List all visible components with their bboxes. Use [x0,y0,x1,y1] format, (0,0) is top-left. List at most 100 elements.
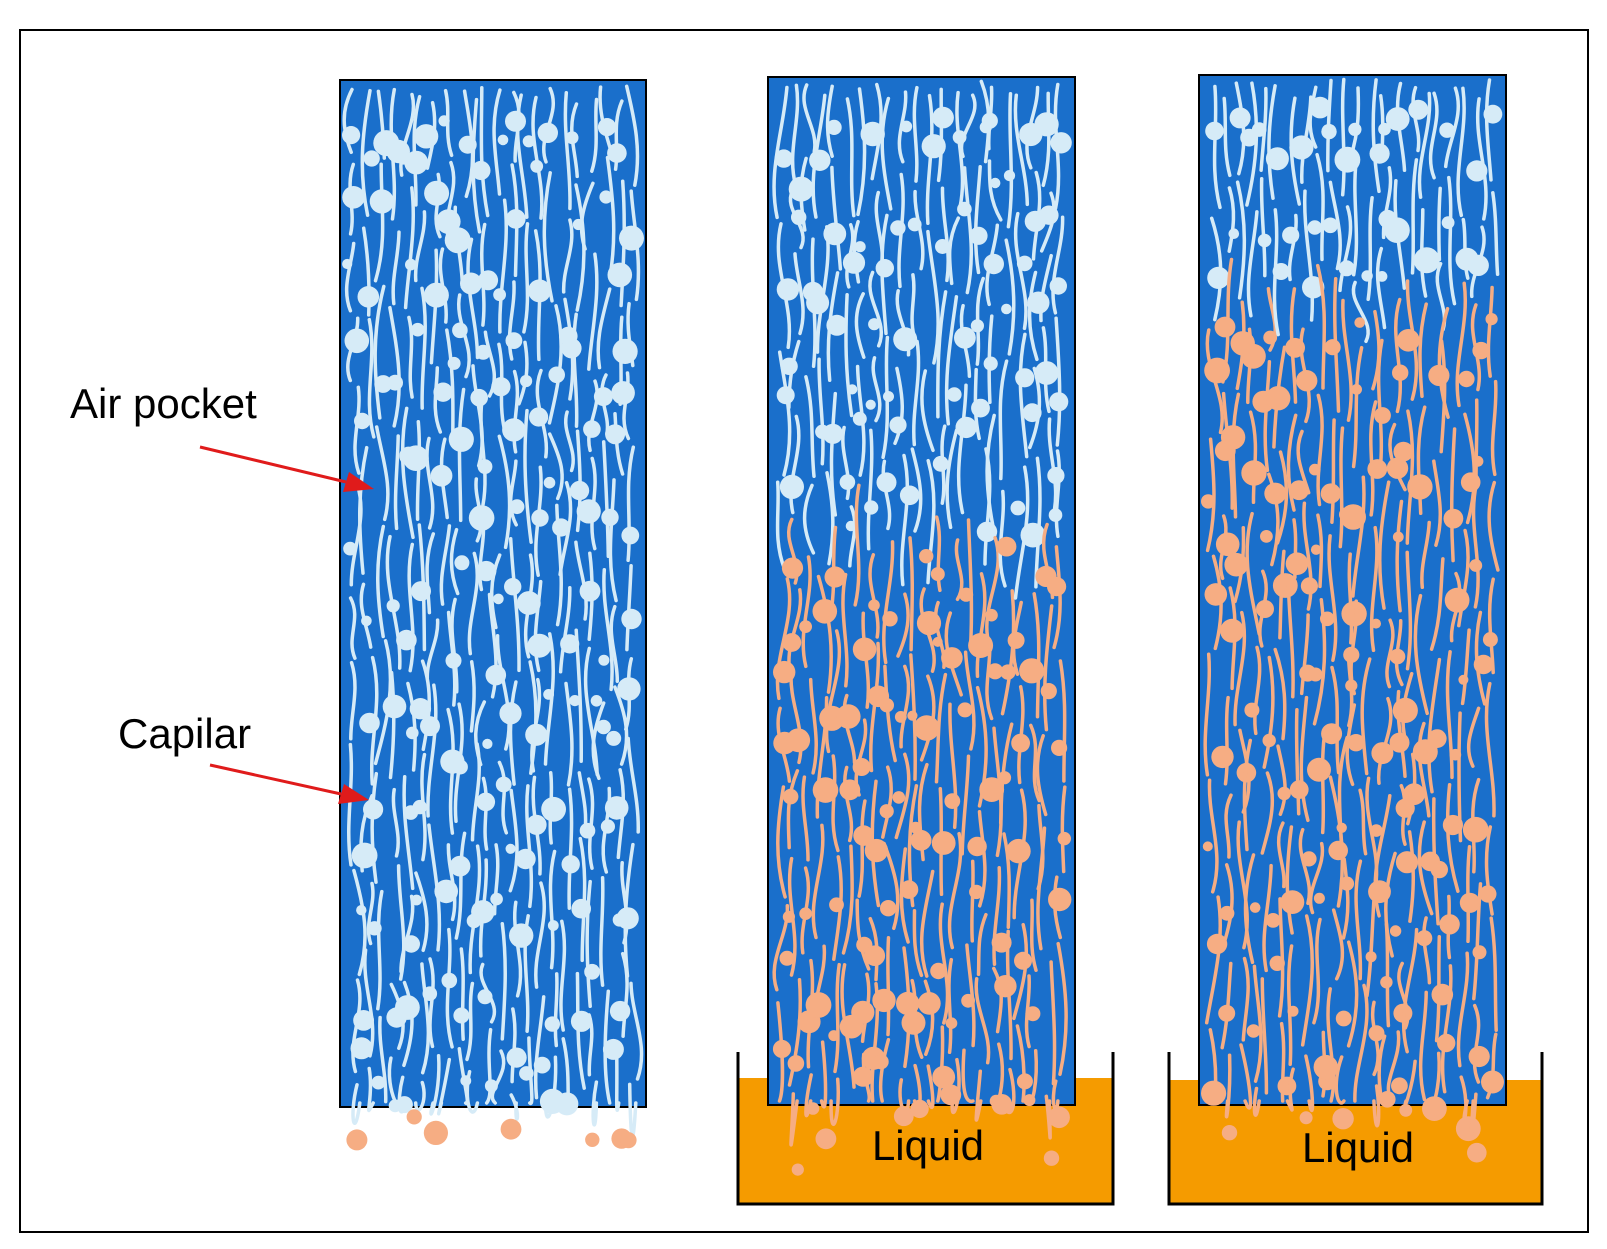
capillary [479,86,490,218]
capillary [1475,97,1488,221]
air-pocket [1321,123,1337,140]
air-pocket [502,418,526,442]
capillary [402,775,415,891]
air-pocket [1369,143,1390,164]
air-pocket [781,557,804,579]
air-pocket [853,825,874,846]
capillary [1006,92,1014,229]
capillary [944,295,959,426]
air-pocket [386,599,400,613]
air-pocket [900,120,913,133]
capillary [1472,882,1483,1001]
air-pocket [1219,905,1235,921]
air-pocket [555,1092,579,1116]
air-pocket [941,647,963,669]
air-pocket [361,615,372,627]
capillary [629,981,644,1081]
air-pocket [782,633,802,652]
capillary [425,532,436,615]
air-pocket [1309,463,1321,476]
liquid-label-2: Liquid [1302,1124,1414,1171]
air-pocket [604,796,629,820]
capillary [1416,405,1427,516]
air-pocket [583,420,601,438]
air-pocket [413,124,439,149]
capillary [1302,501,1313,611]
capillary [412,94,422,207]
air-pocket [354,412,371,430]
capillary [1455,281,1467,408]
air-pocket [1051,739,1068,757]
capillary [908,536,915,652]
capillary [1471,483,1480,609]
air-pocket [910,1099,929,1119]
air-pocket [1034,361,1059,385]
capillary [1418,990,1428,1102]
capillary [926,229,940,365]
capillary [1422,916,1432,985]
capillary [465,1069,480,1114]
capillary [1457,528,1470,628]
capillary [542,171,554,303]
air-pocket [1296,370,1318,392]
air-pocket [1467,1142,1487,1163]
capillary [351,1083,362,1125]
capillary [1299,695,1310,823]
capillary [775,480,787,571]
capillary [1376,696,1393,785]
air-pocket [932,636,943,647]
capillary [1224,793,1233,859]
capillary [492,843,500,916]
capillary [495,633,511,751]
capillary [1242,738,1253,852]
capillary [602,567,614,692]
air-pocket [839,474,856,490]
air-pocket [829,897,844,913]
capillary [400,406,415,540]
air-pocket [600,819,616,834]
capillary [960,754,971,856]
capillary [342,87,354,155]
air-pocket [1307,220,1323,235]
capillary [829,391,838,517]
capillary [1227,186,1236,253]
porous-block-partially-wet [767,76,1076,1176]
air-pocket [1332,1108,1354,1130]
capillary [1445,650,1454,780]
air-pocket [1039,205,1059,225]
air-pocket [987,663,1004,680]
air-pocket [1321,723,1343,745]
air-pocket [860,121,885,147]
air-pocket [872,988,896,1013]
air-pocket [1263,330,1278,345]
air-pocket [447,356,461,370]
air-pocket [774,149,793,168]
air-pocket [812,777,839,803]
capillary [1429,557,1445,651]
capillary [413,1080,426,1112]
capillary [508,680,518,786]
air-pocket [1458,370,1475,388]
air-pocket [852,1066,874,1087]
air-pocket [854,241,866,253]
capillary [900,453,910,587]
air-pocket [864,945,886,966]
capillary [1231,392,1241,519]
air-pocket [957,201,972,217]
capillary [1330,665,1341,775]
liquid-label-1: Liquid [872,1122,984,1169]
air-pocket [1022,403,1042,423]
capillary [1315,152,1325,262]
air-pocket [876,472,897,493]
capillary [574,628,584,764]
air-pocket [944,793,961,809]
air-pocket [997,771,1012,785]
capillary [947,957,954,1055]
capillary [776,1001,785,1103]
air-pocket [402,935,420,953]
air-pocket [1049,392,1069,412]
air-pocket [1472,341,1490,360]
air-pocket [1220,425,1246,450]
capillary [353,385,361,475]
air-pocket [1285,552,1309,575]
